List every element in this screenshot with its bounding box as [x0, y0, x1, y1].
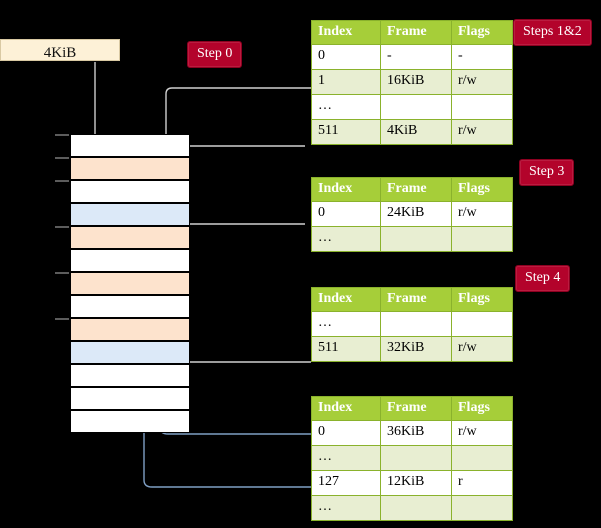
page-table-level-1-r2-flags [451, 94, 513, 120]
page-table-level-3-r0-flags [451, 311, 513, 337]
table-row: … [311, 445, 513, 471]
memory-frame-5 [70, 249, 190, 272]
page-table-level-4-header-index: Index [311, 396, 381, 421]
badge-step3: Step 3 [519, 159, 575, 186]
badge-steps12: Steps 1&2 [513, 19, 592, 46]
page-table-level-4-r1-frame [380, 445, 452, 471]
page-table-level-3-r1-frame: 32KiB [380, 336, 452, 362]
page-table-level-1-r2-frame [380, 94, 452, 120]
page-table-level-4-r3-frame [380, 495, 452, 521]
page-table-level-1-r0-index: 0 [311, 44, 381, 70]
page-table-level-4-r2-index: 127 [311, 470, 381, 496]
page-table-level-1-r3-flags: r/w [451, 119, 513, 145]
page-table-level-4-r3-index: … [311, 495, 381, 521]
table-row: 0-- [311, 44, 513, 70]
page-table-level-1-header-index: Index [311, 20, 381, 45]
page-table-level-4-header-frame: Frame [380, 396, 452, 421]
page-table-level-4-r1-flags [451, 445, 513, 471]
memory-frame-11 [70, 387, 190, 410]
table-row: … [311, 94, 513, 120]
page-table-level-3-r1-index: 511 [311, 336, 381, 362]
page-table-level-1-r1-frame: 16KiB [380, 69, 452, 95]
page-table-level-1-header-frame: Frame [380, 20, 452, 45]
memory-frame-8 [70, 318, 190, 341]
memory-frame-2 [70, 180, 190, 203]
memory-tick-0 [55, 134, 69, 136]
page-4kib-label: 4KiB [43, 45, 77, 61]
page-table-level-2-r0-flags: r/w [451, 201, 513, 227]
page-table-level-3-r1-flags: r/w [451, 336, 513, 362]
badge-step4: Step 4 [515, 265, 571, 292]
page-table-level-1-header-flags: Flags [451, 20, 513, 45]
memory-tick-1 [55, 157, 69, 159]
page-table-level-4-r0-flags: r/w [451, 420, 513, 446]
page-table-level-3-header-flags: Flags [451, 287, 513, 312]
page-table-level-2-r1-index: … [311, 226, 381, 252]
page-table-level-1-r0-frame: - [380, 44, 452, 70]
page-table-level-2-header-frame: Frame [380, 177, 452, 202]
memory-frame-10 [70, 364, 190, 387]
page-table-level-3-r0-index: … [311, 311, 381, 337]
page-table-level-4-header-flags: Flags [451, 396, 513, 421]
page-4kib-box: 4KiB [0, 39, 120, 61]
memory-tick-6 [55, 272, 69, 274]
table-row: … [311, 226, 513, 252]
page-table-level-2-r1-flags [451, 226, 513, 252]
page-table-level-3-r0-frame [380, 311, 452, 337]
page-table-level-3-header-index: Index [311, 287, 381, 312]
memory-frame-7 [70, 295, 190, 318]
page-table-level-1-r3-index: 511 [311, 119, 381, 145]
page-table-level-4-r2-frame: 12KiB [380, 470, 452, 496]
table-row: … [311, 311, 513, 337]
memory-frame-4 [70, 226, 190, 249]
page-table-level-1-r1-index: 1 [311, 69, 381, 95]
memory-tick-8 [55, 318, 69, 320]
memory-frame-6 [70, 272, 190, 295]
memory-tick-4 [55, 226, 69, 228]
page-table-level-2-header-index: Index [311, 177, 381, 202]
memory-frame-12 [70, 410, 190, 433]
page-table-level-4-r0-frame: 36KiB [380, 420, 452, 446]
page-table-level-1-r0-flags: - [451, 44, 513, 70]
page-table-level-1-r1-flags: r/w [451, 69, 513, 95]
table-row: … [311, 495, 513, 521]
memory-tick-2 [55, 180, 69, 182]
page-table-level-4-r1-index: … [311, 445, 381, 471]
memory-frame-3 [70, 203, 190, 226]
physical-memory-column [55, 134, 190, 433]
page-table-level-1-r2-index: … [311, 94, 381, 120]
page-table-level-2-r0-frame: 24KiB [380, 201, 452, 227]
page-table-level-2-header-flags: Flags [451, 177, 513, 202]
page-table-level-3-header-frame: Frame [380, 287, 452, 312]
page-table-level-4-r2-flags: r [451, 470, 513, 496]
page-table-level-4-r3-flags [451, 495, 513, 521]
memory-frame-9 [70, 341, 190, 364]
badge-step0: Step 0 [187, 41, 243, 68]
page-table-level-4-r0-index: 0 [311, 420, 381, 446]
memory-frame-1 [70, 157, 190, 180]
page-table-level-2-r1-frame [380, 226, 452, 252]
memory-frame-0 [70, 134, 190, 157]
page-table-level-2-r0-index: 0 [311, 201, 381, 227]
page-table-level-1-r3-frame: 4KiB [380, 119, 452, 145]
